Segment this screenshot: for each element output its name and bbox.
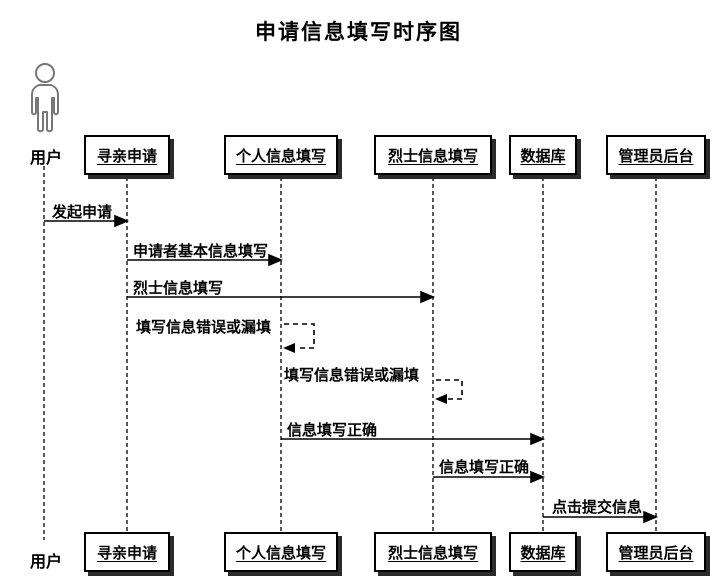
diagram-title: 申请信息填写时序图 [255,20,462,44]
lifeline-box-label: 管理员后台 [618,146,694,165]
message-label-1: 发起申请 [52,203,113,221]
lifeline-box-bottom-xunqin: 寻亲申请 [84,532,170,572]
lifeline-box-label: 个人信息填写 [235,146,326,165]
lifeline-box-bottom-shujuku: 数据库 [509,532,577,572]
lifeline-box-label: 寻亲申请 [96,543,157,562]
actor-label-bottom: 用户 [29,552,62,571]
message-label-8: 点击提交信息 [552,498,643,516]
message-arrow-7 [433,470,546,484]
lifeline-box-bottom-lieshi: 烈士信息填写 [374,532,492,572]
lifeline-box-top-lieshi: 烈士信息填写 [374,135,492,175]
lifeline-box-top-xunqin: 寻亲申请 [84,135,170,175]
message-arrow-6 [281,432,546,446]
actor-label-top: 用户 [29,148,62,167]
message-label-5: 填写信息错误或漏填 [284,366,420,384]
lifeline-box-label: 烈士信息填写 [387,543,478,562]
message-arrow-8 [543,510,659,524]
lifeline-box-top-guanliyuan: 管理员后台 [606,135,706,175]
message-arrow-2 [127,253,284,267]
message-label-6: 信息填写正确 [287,421,378,439]
lifeline-box-label: 寻亲申请 [96,146,157,165]
message-label-7: 信息填写正确 [439,458,530,476]
user-actor-icon [31,63,59,133]
lifeline-box-bottom-guanliyuan: 管理员后台 [606,532,706,572]
lifeline-box-label: 数据库 [520,543,566,562]
lifeline-box-label: 个人信息填写 [235,543,326,562]
lifeline-box-top-geren: 个人信息填写 [224,135,338,175]
lifeline-box-bottom-geren: 个人信息填写 [224,532,338,572]
message-label-2: 申请者基本信息填写 [133,242,269,260]
message-label-3: 烈士信息填写 [133,279,224,297]
lifeline-box-label: 管理员后台 [618,543,694,562]
message-label-4: 填写信息错误或漏填 [136,318,272,336]
self-message-loop-2 [435,379,463,404]
lifeline-box-label: 烈士信息填写 [387,146,478,165]
lifeline-box-top-shujuku: 数据库 [509,135,577,175]
lifeline-box-label: 数据库 [520,146,566,165]
self-message-loop-1 [283,323,315,353]
message-arrow-1 [44,214,130,228]
message-arrow-3 [127,290,436,304]
